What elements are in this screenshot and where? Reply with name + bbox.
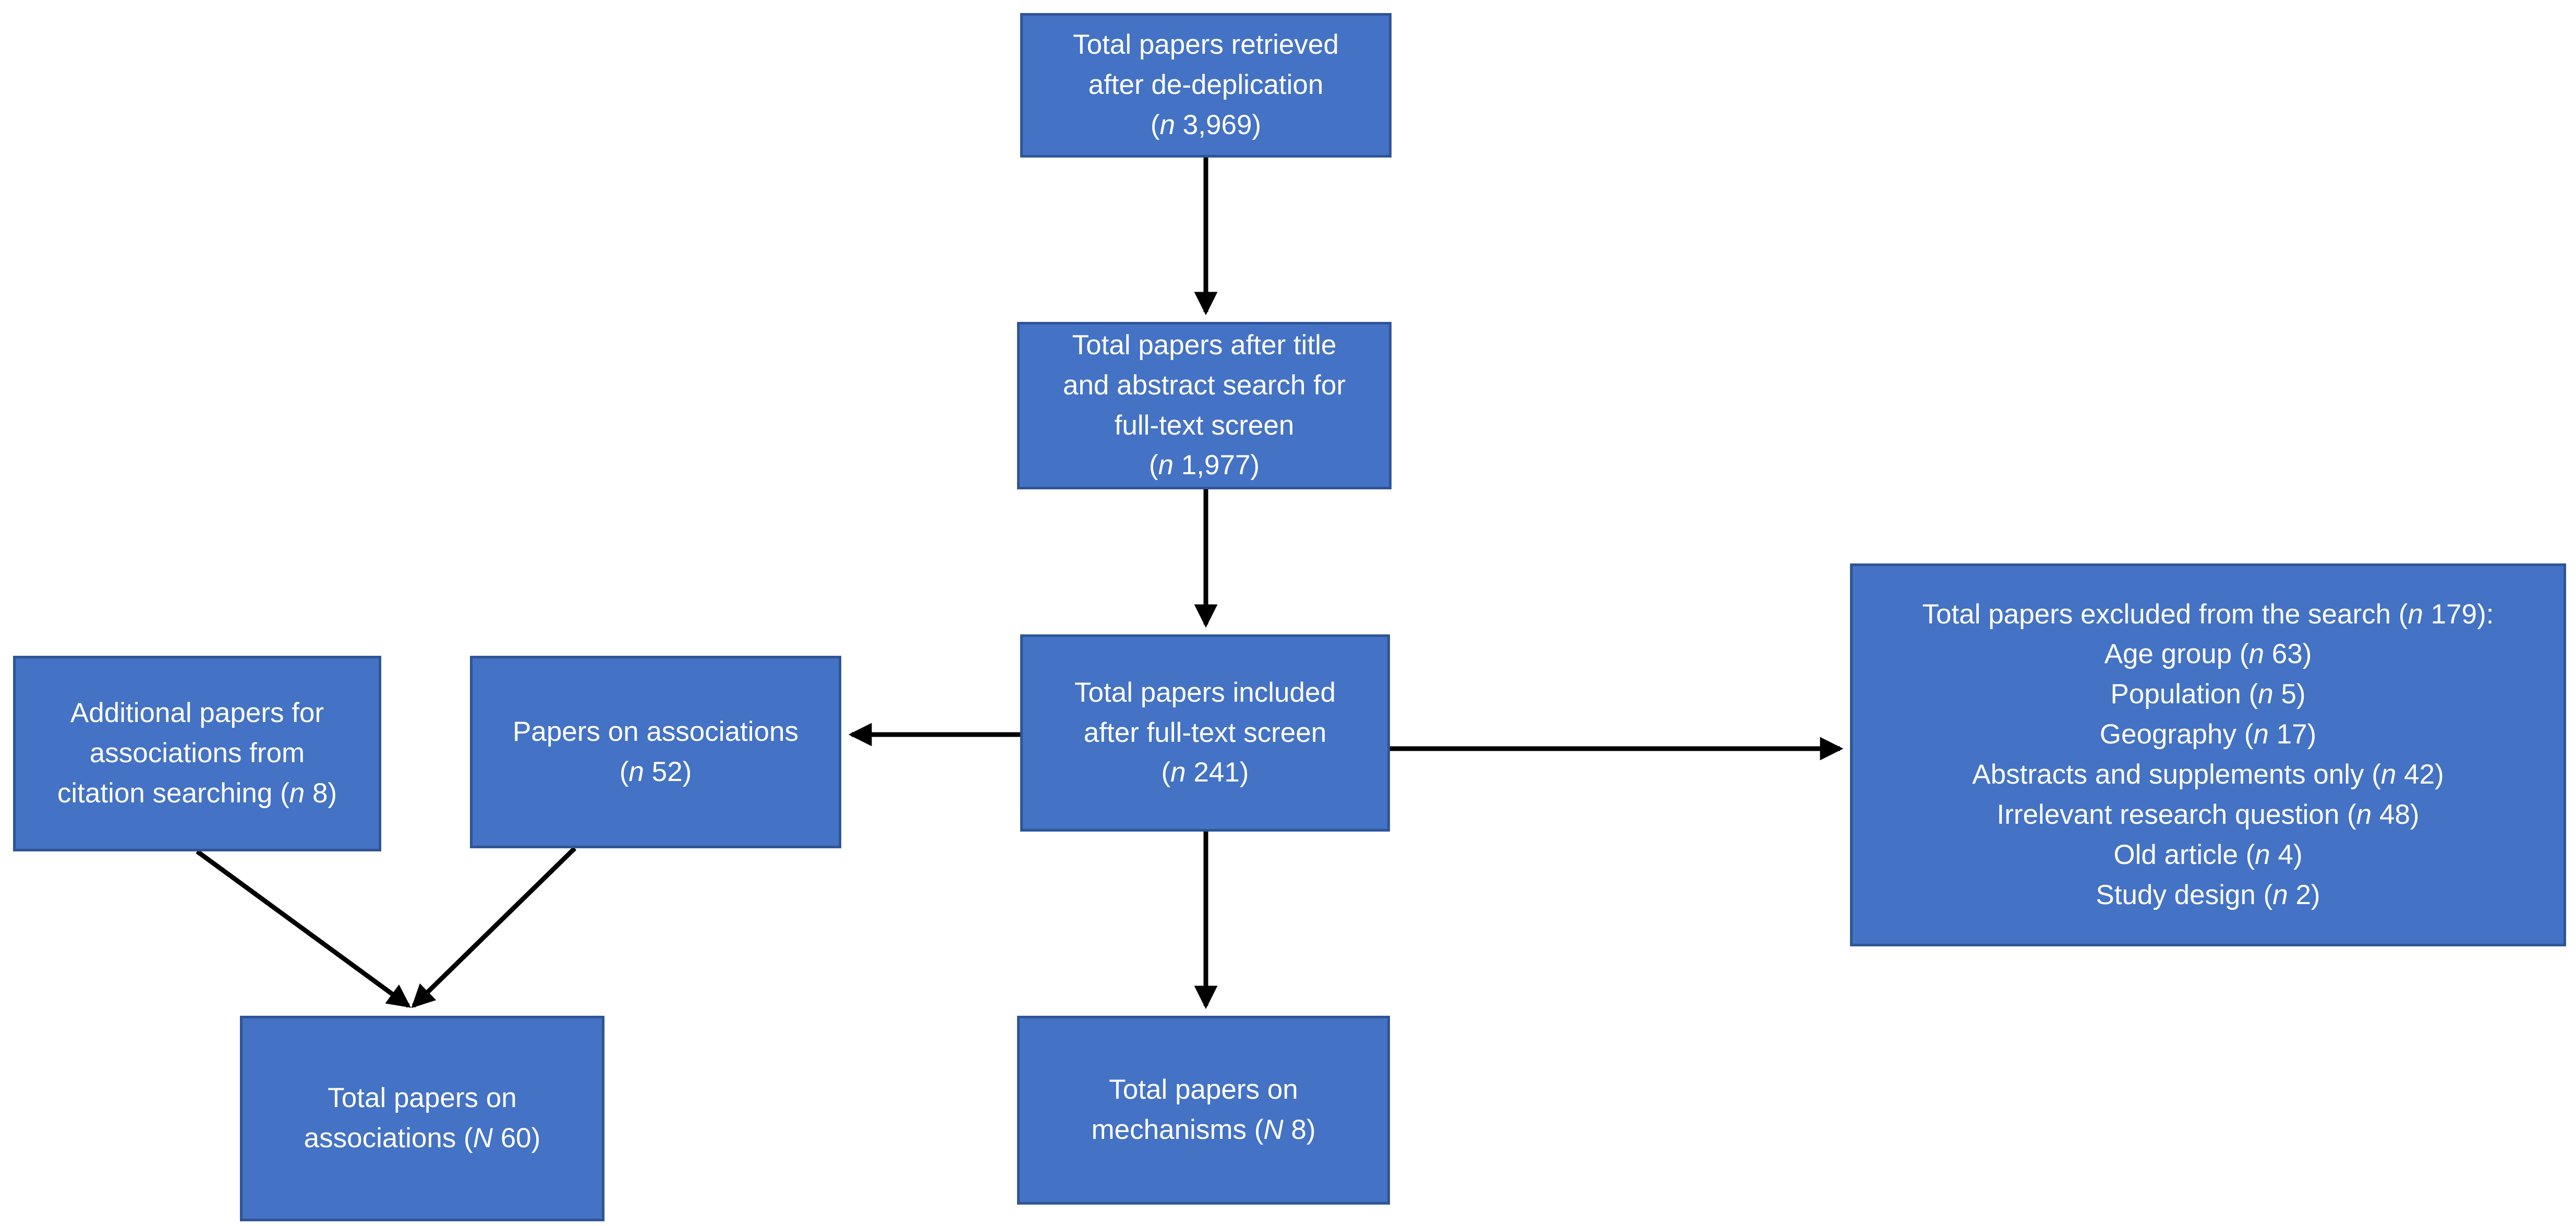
node-text-line: (n 3,969) <box>1150 109 1262 140</box>
node-text-line: Age group (n 63) <box>2104 639 2312 670</box>
node-text-line: Population (n 5) <box>2110 679 2306 710</box>
node-included-full-text: Total papers included after full-text sc… <box>1020 634 1390 832</box>
node-text-line: Total papers retrieved <box>1073 29 1339 61</box>
node-text-line: Papers on associations <box>513 716 799 747</box>
node-text-line: associations (N 60) <box>304 1123 541 1153</box>
node-text-line: Old article (n 4) <box>2113 839 2303 870</box>
node-papers-associations: Papers on associations (n 52) <box>470 656 841 848</box>
node-text-line: Total papers on <box>1109 1074 1298 1105</box>
node-text-line: (n 241) <box>1161 757 1249 788</box>
arrow-associations-to-total-associations <box>411 846 577 1008</box>
node-text-line: after full-text screen <box>1083 717 1327 748</box>
node-text-line: Additional papers for <box>70 698 324 729</box>
node-text-line: mechanisms (N 8) <box>1091 1114 1316 1145</box>
node-total-retrieved: Total papers retrieved after de-deplicat… <box>1020 13 1392 158</box>
node-text-line: associations from <box>89 738 305 769</box>
node-text-line: (n 1,977) <box>1148 450 1260 481</box>
node-text-line: Total papers after title <box>1072 329 1337 360</box>
node-text-line: Abstracts and supplements only (n 42) <box>1972 759 2444 790</box>
node-text-line: Geography (n 17) <box>2099 719 2317 750</box>
node-text-line: Total papers excluded from the search (n… <box>1922 598 2494 630</box>
node-text-line: after de-deplication <box>1088 69 1324 101</box>
arrow-citation-to-total-associations <box>196 849 412 1008</box>
node-excluded-papers: Total papers excluded from the search (n… <box>1850 563 2566 946</box>
node-text-line: full-text screen <box>1114 410 1295 441</box>
node-additional-citation-papers: Additional papers for associations from … <box>13 656 381 851</box>
node-text-line: Study design (n 2) <box>2096 879 2320 910</box>
node-total-associations: Total papers on associations (N 60) <box>240 1016 604 1221</box>
node-text-line: Total papers on <box>328 1083 517 1114</box>
node-text-line: Total papers included <box>1074 677 1336 708</box>
node-text-line: Irrelevant research question (n 48) <box>1997 799 2420 830</box>
node-text-line: and abstract search for <box>1062 369 1346 401</box>
node-text-line: citation searching (n 8) <box>57 777 337 809</box>
node-text-line: (n 52) <box>619 756 692 787</box>
node-title-abstract-screen: Total papers after title and abstract se… <box>1017 322 1392 489</box>
node-total-mechanisms: Total papers on mechanisms (N 8) <box>1017 1016 1390 1205</box>
